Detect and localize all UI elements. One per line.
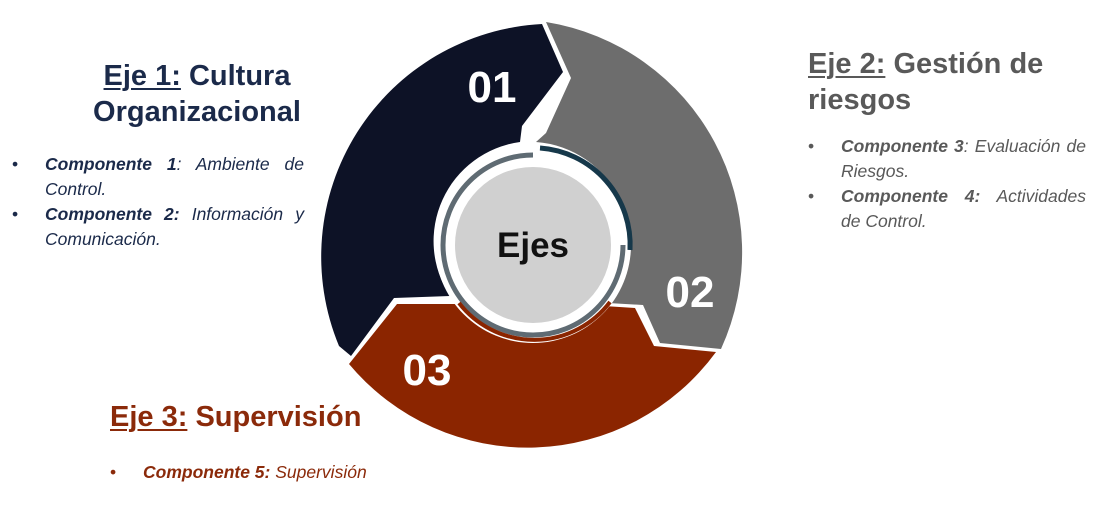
bullet-icon: • [110,462,117,482]
inner-ring-rust-arc [457,300,612,342]
axis-3-block: Eje 3: Supervisión • Componente 5: Super… [110,399,430,485]
axis-3-title: Eje 3: Supervisión [110,399,430,435]
axis-3-components: • Componente 5: Supervisión [110,460,430,485]
component-item: • Componente 2: Información y Comunicaci… [12,202,304,252]
axis-1-prefix: Eje 1: [103,60,181,92]
component-item: • Componente 3: Evaluación de Riesgos. [808,134,1086,184]
axis-2-title: Eje 2: Gestión de riesgos [808,46,1086,118]
component-item: • Componente 1: Ambiente de Control. [12,152,304,202]
axis-2-components: • Componente 3: Evaluación de Riesgos. •… [808,134,1086,234]
center-circle [455,167,611,323]
segment-02 [536,22,743,349]
component-desc: Información y Comunicación. [45,204,304,249]
center-label: Ejes [497,226,569,265]
axis-3-prefix: Eje 3: [110,401,188,433]
bullet-icon: • [12,154,19,174]
segment-02-number: 02 [666,268,715,317]
axis-1-components: • Componente 1: Ambiente de Control. • C… [12,152,304,252]
axis-1-title: Eje 1: Cultura Organizacional [72,58,322,130]
axis-2-title-text: Gestión de riesgos [808,48,1044,116]
component-desc: : Evaluación de Riesgos. [841,136,1086,181]
bullet-icon: • [12,204,19,224]
component-desc: Supervisión [270,462,367,482]
component-name: Componente 3 [841,136,964,156]
component-desc: Actividades de Control. [841,186,1086,231]
axis-2-prefix: Eje 2: [808,48,886,80]
axis-3-title-text: Supervisión [195,401,362,433]
component-name: Componente 2: [45,204,180,224]
component-item: • Componente 4: Actividades de Control. [808,184,1086,234]
segment-03-number: 03 [403,346,452,395]
component-name: Componente 1 [45,154,177,174]
bullet-icon: • [808,136,815,156]
bullet-icon: • [808,186,815,206]
component-name: Componente 4: [841,186,981,206]
axis-1-title-text: Cultura Organizacional [93,60,301,128]
inner-ring-accent-arc [539,145,633,251]
inner-ring-arc [440,152,626,338]
segment-01-number: 01 [468,63,517,112]
axis-2-block: Eje 2: Gestión de riesgos • Componente 3… [808,46,1086,234]
segment-03 [349,304,716,448]
component-item: • Componente 5: Supervisión [110,460,430,485]
component-name: Componente 5: [143,462,271,482]
segment-01 [321,24,563,356]
component-desc: : Ambiente de Control. [45,154,304,199]
axis-1-block: Eje 1: Cultura Organizacional • Componen… [12,58,304,252]
